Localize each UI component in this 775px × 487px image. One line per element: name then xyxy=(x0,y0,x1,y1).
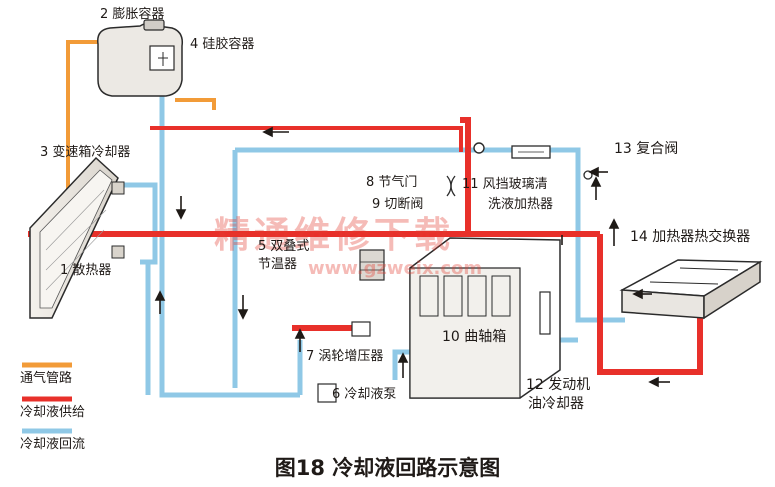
return-lines xyxy=(116,95,625,398)
crankcase xyxy=(409,237,561,399)
label-heater-exchanger: 14 加热器热交换器 xyxy=(630,229,751,245)
expansion-tank xyxy=(97,19,184,97)
vent-lines xyxy=(66,40,216,232)
composite-valve xyxy=(583,170,593,180)
label-composite-valve: 13 复合阀 xyxy=(614,141,679,157)
coolant-pump xyxy=(317,383,337,403)
legend-supply-label: 冷却液供给 xyxy=(20,405,86,420)
watermark-title: 精通维修下载 xyxy=(214,215,455,256)
supply-top-line xyxy=(214,126,463,152)
label-cutoff-valve: 9 切断阀 xyxy=(372,197,424,212)
label-windshield-heater: 11 风挡玻璃清 xyxy=(462,177,548,192)
radiator xyxy=(29,156,125,319)
label-throttle: 8 节气门 xyxy=(366,175,418,190)
label-oil-cooler-2: 油冷却器 xyxy=(528,396,584,412)
label-turbocharger: 7 涡轮增压器 xyxy=(306,349,384,364)
turbocharger xyxy=(351,321,371,337)
label-oil-cooler-1: 12 发动机 xyxy=(526,377,591,393)
label-crankcase: 10 曲轴箱 xyxy=(442,329,507,345)
supply-lines xyxy=(28,117,703,375)
label-transmission-cooler: 3 变速箱冷却器 xyxy=(40,145,131,160)
check-valve xyxy=(473,142,485,154)
label-expansion-tank: 2 膨胀容器 xyxy=(100,7,165,22)
legend-vent-label: 通气管路 xyxy=(20,371,73,386)
label-silica-gel: 4 硅胶容器 xyxy=(190,37,255,52)
label-coolant-pump: 6 冷却液泵 xyxy=(332,387,397,402)
label-windshield-heater-2: 洗液加热器 xyxy=(488,197,554,212)
engine-oil-cooler xyxy=(539,291,551,335)
double-thermostat xyxy=(359,249,385,281)
figure-caption: 图18 冷却液回路示意图 xyxy=(274,456,501,480)
label-double-thermostat-2: 节温器 xyxy=(258,257,298,272)
legend-return-label: 冷却液回流 xyxy=(20,437,86,452)
label-double-thermostat-1: 5 双叠式 xyxy=(258,239,310,254)
watermark-url: www.gzweix.com xyxy=(308,258,483,279)
label-radiator: 1 散热器 xyxy=(60,263,112,278)
flow-arrows xyxy=(154,126,670,388)
